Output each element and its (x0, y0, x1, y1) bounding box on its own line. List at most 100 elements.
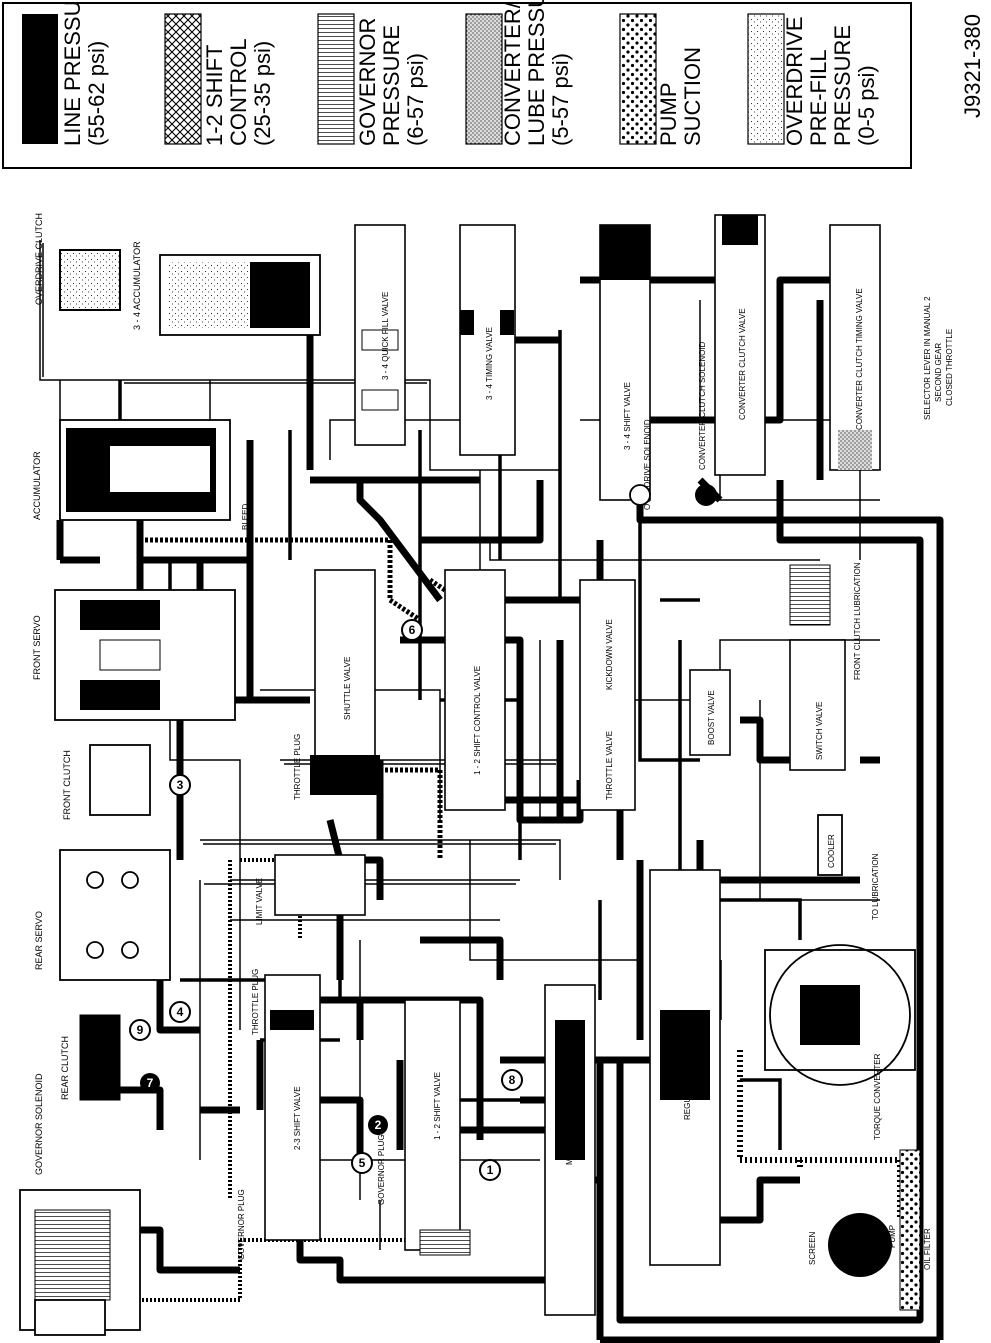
svg-text:3 - 4 QUICK FILL VALVE: 3 - 4 QUICK FILL VALVE (381, 292, 390, 380)
shuttle-valve: SHUTTLE VALVE THROTTLE PLUG (293, 569, 380, 800)
legend-label: OVERDRIVE (782, 16, 807, 146)
rear-servo: REAR SERVO (34, 849, 171, 981)
legend-label: LUBE PRESSURE (524, 0, 549, 146)
svg-text:FRONT SERVO: FRONT SERVO (32, 615, 42, 680)
svg-text:1: 1 (487, 1163, 494, 1177)
svg-text:COOLER: COOLER (827, 834, 836, 868)
svg-text:OVERDRIVE CLUTCH: OVERDRIVE CLUTCH (34, 213, 44, 305)
legend-label: PRE-FILL (806, 49, 831, 146)
svg-text:TO LUBRICATION: TO LUBRICATION (871, 853, 880, 920)
svg-text:FRONT CLUTCH: FRONT CLUTCH (62, 750, 72, 820)
svg-text:4: 4 (177, 1005, 184, 1019)
legend-swatch-solid (22, 14, 58, 144)
svg-text:THROTTLE PLUG: THROTTLE PLUG (293, 734, 302, 800)
svg-text:THROTTLE VALVE: THROTTLE VALVE (605, 731, 614, 800)
overdrive-clutch: OVERDRIVE CLUTCH (34, 213, 121, 311)
figure-id: J9321-380 (960, 14, 985, 118)
shift-valve-23: THROTTLE PLUG 2-3 SHIFT VALVE GOVERNOR P… (237, 969, 321, 1260)
circuit-marker-5: 5 (351, 1152, 373, 1174)
legend-label: PUMP (656, 82, 681, 146)
svg-text:MANUAL VALVE: MANUAL VALVE (565, 1105, 574, 1165)
circuit-marker-1: 1 (479, 1159, 501, 1181)
shift-valve-34: 3 - 4 SHIFT VALVE OVERDRIVE SOLENOID (599, 224, 652, 510)
svg-text:REAR CLUTCH: REAR CLUTCH (60, 1036, 70, 1100)
legend-label: PRESSURE (830, 25, 855, 146)
legend-overdrive-prefill: OVERDRIVE PRE-FILL PRESSURE (0-5 psi) (747, 13, 879, 146)
converter-clutch-timing-valve: CONVERTER CLUTCH TIMING VALVE SELECTOR L… (829, 224, 954, 471)
shift-control-valve-12: 1 - 2 SHIFT CONTROL VALVE (444, 569, 506, 811)
cooler: COOLER TO LUBRICATION (817, 814, 880, 920)
svg-text:BLEED: BLEED (241, 504, 250, 530)
svg-text:LIMIT VALVE: LIMIT VALVE (255, 878, 264, 925)
svg-text:REAR SERVO: REAR SERVO (34, 911, 44, 970)
legend-converter-pressure: CONVERTER/ LUBE PRESSURE (5-57 psi) (465, 0, 573, 146)
svg-text:7: 7 (147, 1076, 154, 1090)
svg-text:8: 8 (509, 1073, 516, 1087)
legend-value: (6-57 psi) (403, 53, 428, 146)
svg-text:FRONT CLUTCH LUBRICATION: FRONT CLUTCH LUBRICATION (853, 562, 862, 680)
svg-text:CLOSED THROTTLE: CLOSED THROTTLE (945, 329, 954, 406)
svg-text:SWITCH VALVE: SWITCH VALVE (815, 702, 824, 760)
svg-text:SHUTTLE VALVE: SHUTTLE VALVE (343, 657, 352, 720)
svg-text:REGULATOR VALVE: REGULATOR VALVE (683, 1044, 692, 1120)
svg-text:THROTTLE PLUG: THROTTLE PLUG (251, 969, 260, 1035)
circuit-marker-3: 3 (169, 774, 191, 796)
converter-clutch-valve: CONVERTER CLUTCH VALVE CONVERTER CLUTCH … (695, 214, 766, 506)
svg-text:3 - 4 TIMING VALVE: 3 - 4 TIMING VALVE (485, 327, 494, 400)
legend-pump-suction: PUMP SUCTION (619, 13, 705, 146)
quick-fill-valve-34: 3 - 4 QUICK FILL VALVE (354, 224, 406, 446)
svg-text:9: 9 (137, 1023, 144, 1037)
legend-swatch-lines (317, 13, 355, 145)
accumulator: ACCUMULATOR BLEED (32, 419, 250, 530)
legend-governor-pressure: GOVERNOR PRESSURE (6-57 psi) (317, 13, 428, 146)
svg-text:SCREEN: SCREEN (808, 1231, 817, 1265)
legend-label: CONTROL (226, 38, 251, 146)
legend-shift-control: 1-2 SHIFT CONTROL (25-35 psi) (164, 13, 275, 146)
svg-text:SECOND GEAR: SECOND GEAR (934, 343, 943, 402)
circuit-marker-9: 9 (129, 1019, 151, 1041)
legend-swatch-crosshatch (164, 13, 202, 145)
legend-label: 1-2 SHIFT (202, 45, 227, 146)
circuit-marker-7: 7 (140, 1073, 160, 1093)
svg-text:CONVERTER CLUTCH TIMING VALVE: CONVERTER CLUTCH TIMING VALVE (855, 288, 864, 430)
svg-text:BOOST VALVE: BOOST VALVE (707, 690, 716, 745)
svg-text:CONVERTER CLUTCH VALVE: CONVERTER CLUTCH VALVE (738, 308, 747, 420)
circuit-markers: 1 2 3 4 5 6 7 8 9 (129, 619, 523, 1181)
svg-text:OVERDRIVE SOLENOID: OVERDRIVE SOLENOID (643, 419, 652, 510)
legend-value: (25-35 psi) (250, 41, 275, 146)
legend-label: CONVERTER/ (500, 1, 525, 146)
legend-value: (55-62 psi) (84, 41, 109, 146)
svg-text:GOVERNOR SOLENOID: GOVERNOR SOLENOID (34, 1073, 44, 1175)
switch-valve: SWITCH VALVE FRONT CLUTCH LUBRICATION (789, 562, 862, 771)
svg-text:ACCUMULATOR: ACCUMULATOR (32, 451, 42, 520)
legend-value: (5-57 psi) (548, 53, 573, 146)
circuit-marker-8: 8 (501, 1069, 523, 1091)
front-clutch: FRONT CLUTCH (62, 744, 151, 820)
legend-swatch-fine (465, 13, 503, 145)
svg-text:5: 5 (359, 1156, 366, 1170)
circuit-marker-2: 2 (368, 1115, 388, 1135)
svg-text:KICKDOWN VALVE: KICKDOWN VALVE (605, 619, 614, 690)
svg-text:TORQUE CONVERTER: TORQUE CONVERTER (873, 1053, 882, 1140)
manual-valve: MANUAL VALVE (544, 984, 596, 1316)
svg-text:SELECTOR LEVER IN MANUAL 2: SELECTOR LEVER IN MANUAL 2 (923, 296, 932, 420)
svg-text:1 - 2 SHIFT CONTROL VALVE: 1 - 2 SHIFT CONTROL VALVE (473, 666, 482, 775)
legend-label: PRESSURE (379, 25, 404, 146)
kickdown-throttle-valve: KICKDOWN VALVE THROTTLE VALVE (579, 579, 636, 811)
timing-valve-34: 3 - 4 TIMING VALVE (459, 224, 516, 456)
svg-text:1 - 2 SHIFT VALVE: 1 - 2 SHIFT VALVE (433, 1072, 442, 1140)
legend-swatch-dots (619, 13, 657, 145)
legend-line-pressure: LINE PRESSURE (55-62 psi) (22, 0, 109, 146)
svg-text:GOVERNOR PLUG: GOVERNOR PLUG (377, 1134, 386, 1205)
torque-converter: TORQUE CONVERTER (764, 944, 916, 1140)
svg-text:3: 3 (177, 778, 184, 792)
legend-label: SUCTION (680, 47, 705, 146)
pump: SCREEN PUMP OIL FILTER (808, 1149, 932, 1311)
regulator-valve: REGULATOR VALVE (649, 869, 721, 1266)
svg-text:3 - 4 ACCUMULATOR: 3 - 4 ACCUMULATOR (132, 241, 142, 330)
svg-text:GOVERNOR PLUG: GOVERNOR PLUG (237, 1189, 246, 1260)
front-servo: FRONT SERVO (32, 589, 236, 721)
svg-text:2-3 SHIFT VALVE: 2-3 SHIFT VALVE (293, 1086, 302, 1150)
rear-clutch: REAR CLUTCH (60, 1014, 121, 1101)
